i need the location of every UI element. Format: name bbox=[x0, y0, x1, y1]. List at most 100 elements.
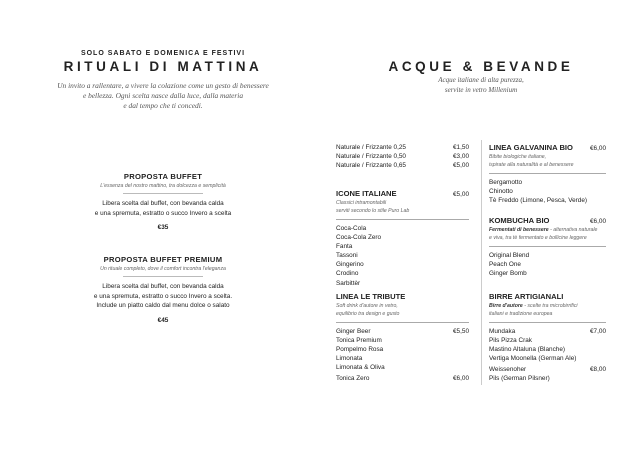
menu-item: Peach One bbox=[489, 260, 606, 269]
birre-section: BIRRE ARTIGIANALI Birre d'autore - scelt… bbox=[489, 292, 606, 383]
menu-item: Tonica Premium bbox=[336, 336, 469, 345]
item-name: Vertiga Moonella (German Ale) bbox=[489, 355, 577, 363]
item-name: Sarbittèr bbox=[336, 279, 361, 287]
subtitle-line: Acque italiane di alta purezza, bbox=[438, 76, 524, 84]
offer-desc: Libera scelta dal buffet, con bevanda ca… bbox=[40, 282, 286, 311]
drinks-title: ACQUE & BEVANDE bbox=[388, 59, 574, 74]
item-price: €1,50 bbox=[453, 144, 469, 151]
menu-item: Chinotto bbox=[489, 187, 606, 196]
item-name: Naturale / Frizzante 0,25 bbox=[336, 144, 406, 151]
menu-item: Tassoni bbox=[336, 251, 469, 260]
section-title: KOMBUCHA BIO bbox=[489, 216, 550, 225]
offer-subtitle: L'essenza del nostro mattino, tra dolcez… bbox=[100, 183, 226, 189]
sub-line: Bibite biologiche italiane, bbox=[489, 154, 547, 160]
sub-line: ispirate alla naturalità e al benessere bbox=[489, 162, 574, 168]
item-name: Gingerino bbox=[336, 261, 364, 269]
item-name: Tonica Zero bbox=[336, 374, 370, 382]
menu-item: Coca-Cola Zero bbox=[336, 233, 469, 242]
item-name: Coca-Cola Zero bbox=[336, 234, 382, 242]
section-subtitle: Fermentati di benessere - alternativa na… bbox=[489, 226, 606, 242]
drinks-subtitle: Acque italiane di alta purezza, servite … bbox=[380, 76, 582, 95]
galvanina-section: LINEA GALVANINA BIO€6,00 Bibite biologic… bbox=[489, 143, 606, 205]
menu-item: Naturale / Frizzante 0,25 €1,50 bbox=[336, 143, 469, 152]
kicker: SOLO SABATO E DOMENICA E FESTIVI bbox=[80, 50, 246, 57]
menu-item: Weissenoher €8,00 bbox=[489, 365, 606, 374]
section-price: €5,00 bbox=[453, 191, 469, 198]
desc-line: Libera scelta dal buffet, con bevanda ca… bbox=[102, 283, 224, 290]
divider bbox=[123, 193, 203, 194]
sub-line: serviti secondo lo stile Puro Lab bbox=[336, 208, 410, 214]
offer-buffet-premium: PROPOSTA BUFFET PREMIUM Un rituale compl… bbox=[40, 255, 286, 324]
item-name: Weissenoher bbox=[489, 365, 527, 373]
item-name: Tassoni bbox=[336, 252, 358, 260]
item-name: Ginger Bomb bbox=[489, 270, 527, 278]
desc-line: Libera scelta dal buffet, con bevanda ca… bbox=[102, 200, 224, 207]
item-price: €6,00 bbox=[453, 374, 469, 382]
water-section: Naturale / Frizzante 0,25 €1,50 Naturale … bbox=[336, 143, 469, 170]
section-title: LINEA LE TRIBUTE bbox=[336, 292, 406, 301]
offer-desc: Libera scelta dal buffet, con bevanda ca… bbox=[40, 199, 286, 218]
tribute-section: LINEA LE TRIBUTE Soft drink d'autore in … bbox=[336, 292, 469, 383]
menu-item: Tè Freddo (Limone, Pesca, Verde) bbox=[489, 196, 606, 205]
menu-item: Tonica Zero €6,00 bbox=[336, 374, 469, 383]
menu-item: Fanta bbox=[336, 242, 469, 251]
divider bbox=[489, 322, 606, 323]
divider bbox=[336, 322, 469, 323]
menu-item: Mundaka€7,00 bbox=[489, 327, 606, 336]
divider bbox=[489, 173, 606, 174]
item-name: Tè Freddo (Limone, Pesca, Verde) bbox=[489, 197, 588, 205]
menu-item: Pils (German Pilsner) bbox=[489, 374, 606, 383]
column-divider bbox=[481, 140, 482, 385]
page-title: RITUALI DI MATTINA bbox=[63, 59, 263, 74]
menu-item: Original Blend bbox=[489, 251, 606, 260]
divider bbox=[489, 246, 606, 247]
sub-bold: Fermentati di benessere bbox=[489, 227, 549, 233]
menu-item: Pompelmo Rosa bbox=[336, 345, 469, 354]
menu-item: Ginger Bomb bbox=[489, 269, 606, 278]
menu-item: Sarbittèr bbox=[336, 279, 469, 288]
item-name: Tonica Premium bbox=[336, 337, 382, 345]
intro-line: e bellezza. Ogni scelta nasce dalla luce… bbox=[82, 91, 244, 100]
item-price: €3,00 bbox=[453, 153, 469, 161]
menu-item: Gingerino bbox=[336, 260, 469, 269]
sub-line: equilibrio tra design e gusto bbox=[336, 311, 400, 317]
item-price: €8,00 bbox=[590, 365, 606, 373]
sub-line: e viva, tra tè fermentato e bollicine le… bbox=[489, 235, 587, 241]
section-title: ICONE ITALIANE bbox=[336, 189, 397, 198]
menu-item: Pils Pizza Crak bbox=[489, 336, 606, 345]
desc-line: e una spremuta, estratto o succo Invero … bbox=[93, 292, 233, 300]
menu-item: Ginger Beer€5,50 bbox=[336, 327, 469, 336]
item-name: Chinotto bbox=[489, 188, 513, 196]
sub-bold: Birre d'autore bbox=[489, 303, 523, 309]
menu-item: Vertiga Moonella (German Ale) bbox=[489, 354, 606, 363]
item-name: Naturale / Frizzante 0,65 bbox=[336, 162, 406, 170]
intro-line: Un invito a rallentare, a vivere la cola… bbox=[57, 81, 269, 90]
item-name: Pils (German Pilsner) bbox=[489, 374, 550, 382]
item-name: Peach One bbox=[489, 261, 521, 269]
menu-item: Limonata & Oliva bbox=[336, 363, 469, 372]
menu-item: Bergamotto bbox=[489, 178, 606, 187]
item-name: Mundaka bbox=[489, 328, 516, 335]
kombucha-section: KOMBUCHA BIO €6,00 Fermentati di benesser… bbox=[489, 216, 606, 278]
sub-line: italiani e tradizione europea bbox=[489, 311, 553, 317]
offer-price: €45 bbox=[157, 316, 169, 324]
subtitle-line: servite in vetro Millenium bbox=[444, 85, 518, 94]
desc-line: Include un piatto caldo dal menu dolce o… bbox=[96, 302, 230, 310]
offer-subtitle: Un rituale completo, dove il comfort inc… bbox=[100, 266, 226, 272]
item-name: Crodino bbox=[336, 270, 359, 278]
drinks-header: ACQUE & BEVANDE Acque italiane di alta p… bbox=[380, 59, 582, 95]
item-name: Coca-Cola bbox=[336, 225, 367, 232]
menu-item: Coca-Cola bbox=[336, 224, 469, 233]
item-name: Pompelmo Rosa bbox=[336, 346, 384, 354]
intro: Un invito a rallentare, a vivere la cola… bbox=[40, 81, 286, 111]
item-name: Naturale / Frizzante 0,50 bbox=[336, 153, 406, 161]
item-name: Limonata & Oliva bbox=[336, 364, 385, 372]
menu-item: Crodino bbox=[336, 269, 469, 278]
desc-line: e una spremuta, estratto o succo Invero … bbox=[94, 209, 232, 217]
item-price: €5,00 bbox=[453, 162, 469, 170]
item-name: Ginger Beer bbox=[336, 328, 371, 335]
section-subtitle: Bibite biologiche italiane, ispirate alla… bbox=[489, 153, 606, 169]
divider bbox=[336, 219, 469, 220]
section-price: €6,00 bbox=[590, 218, 606, 225]
